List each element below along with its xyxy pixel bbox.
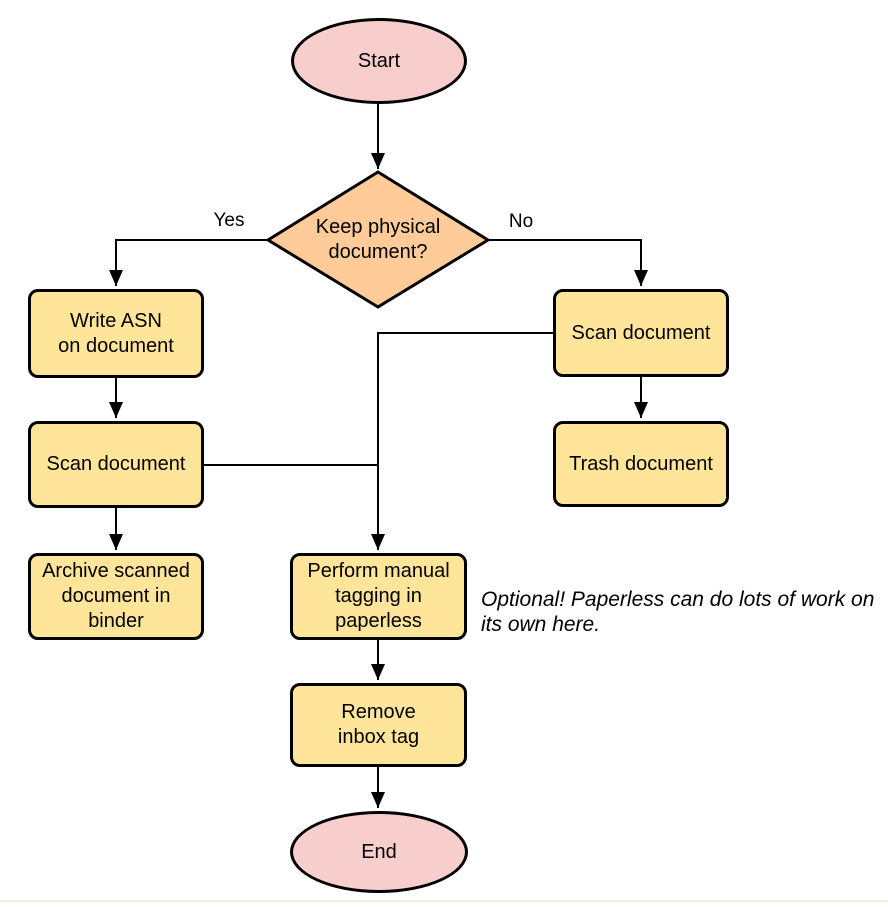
scan-document-left-node: Scan document bbox=[28, 421, 204, 508]
remove-inbox-tag-node: Remove inbox tag bbox=[290, 683, 467, 767]
archive-document-node: Archive scanned document in binder bbox=[28, 553, 204, 640]
manual-tagging-node: Perform manual tagging in paperless bbox=[290, 553, 467, 640]
yes-edge-label: Yes bbox=[213, 210, 245, 231]
scan-document-right-node: Scan document bbox=[553, 289, 729, 377]
optional-note: Optional! Paperless can do lots of work … bbox=[481, 588, 875, 636]
page-bottom-edge bbox=[0, 900, 888, 902]
edge-yes-to-write-asn bbox=[109, 239, 268, 286]
trash-document-node: Trash document bbox=[553, 421, 729, 507]
edge-no-to-scan-right bbox=[488, 239, 648, 286]
decision-node-label: Keep physical document? bbox=[315, 215, 441, 263]
start-node: Start bbox=[291, 18, 467, 104]
decision-diamond-shape bbox=[265, 170, 491, 309]
end-node: End bbox=[290, 811, 468, 893]
write-asn-node: Write ASN on document bbox=[28, 289, 204, 378]
no-edge-label: No bbox=[508, 211, 534, 232]
edge-scan-right-to-tagging bbox=[371, 332, 553, 550]
